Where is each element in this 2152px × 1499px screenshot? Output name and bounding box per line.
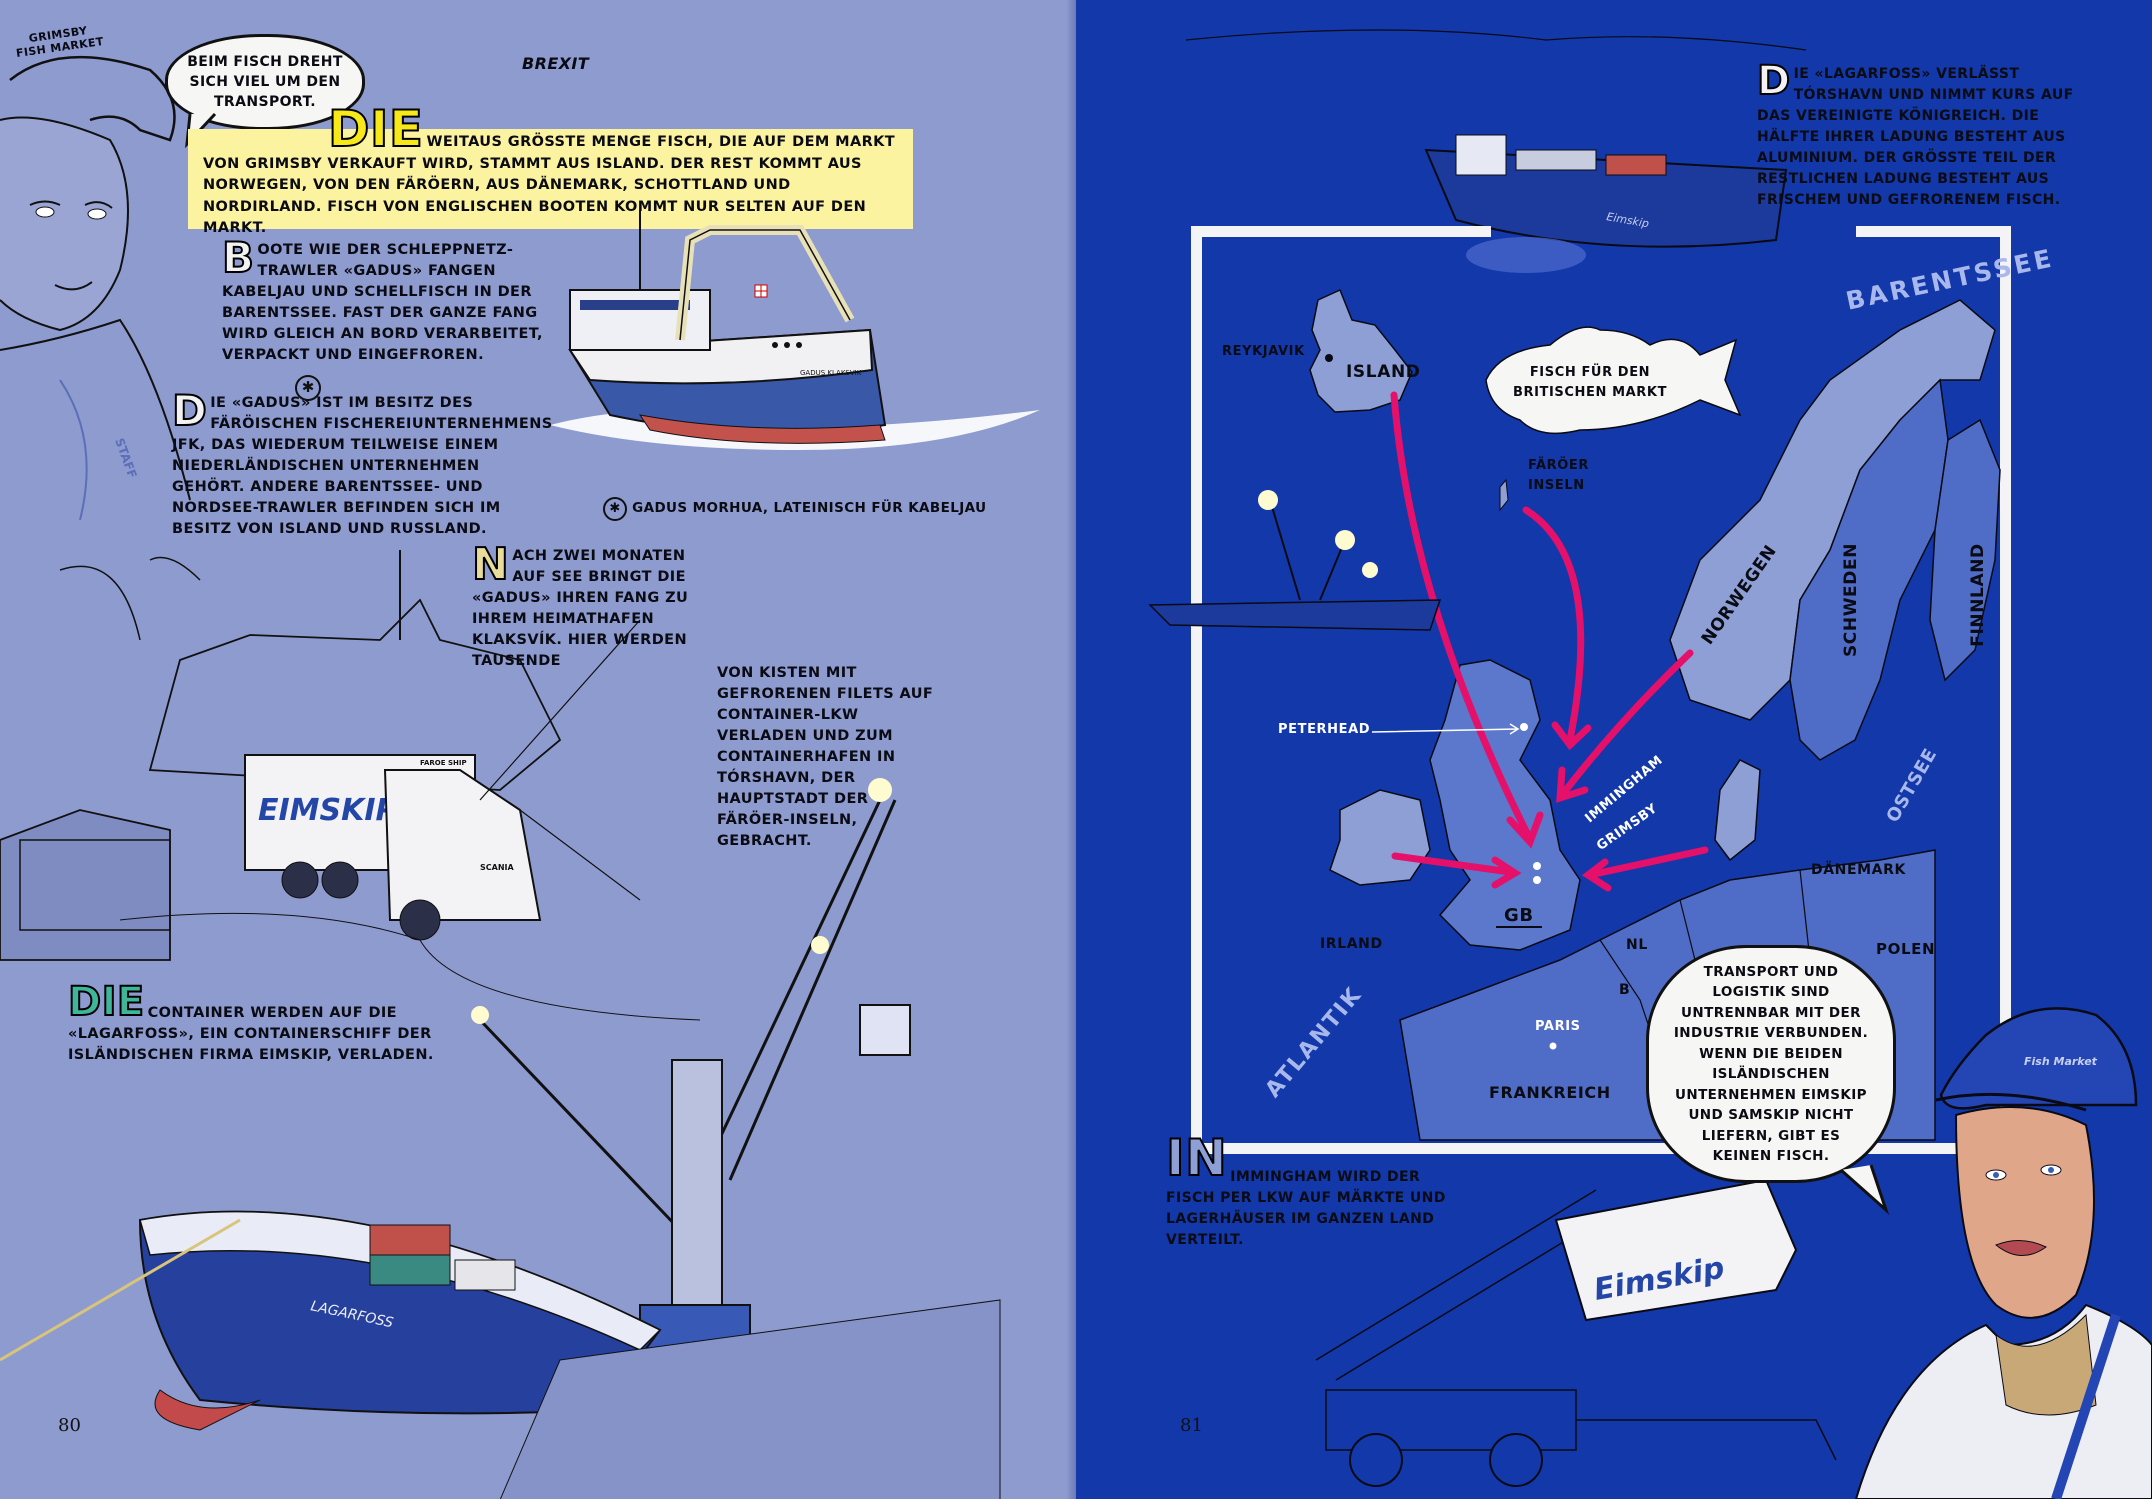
- intro-text: weitaus grösste Menge Fisch, die auf dem…: [203, 134, 896, 236]
- map-frame-top: [1191, 226, 1491, 237]
- gadus-dropcap: D: [171, 386, 208, 435]
- map-denmark: [1714, 759, 1761, 862]
- fish-market-man-portrait: Fish Market: [1854, 1007, 2152, 1499]
- faroe-ship-lettering: FAROE SHIP: [420, 759, 467, 767]
- paragraph-nach-continued: von Kisten mit gefrorenen Filets auf Con…: [717, 665, 934, 849]
- lagarfoss-text: ie «Lagarfoss» verlässt Tórshavn und nim…: [1757, 66, 2074, 208]
- footnote-marker: ✱: [295, 375, 321, 401]
- nach-text-1: ach zwei Monaten auf See bringt die «Gad…: [472, 548, 689, 669]
- grimsby-dot: [1533, 876, 1541, 884]
- container-text: Container werden auf die «Lagarfoss», ei…: [68, 1005, 434, 1063]
- harbour-truck-illustration: EIMSKIP SCANIA FAROE SHIP: [0, 550, 641, 961]
- paragraph-container: Die Container werden auf die «Lagarfoss»…: [67, 979, 478, 1066]
- immingham-dot: [1533, 862, 1541, 870]
- footnote-marker-2: ✱: [603, 497, 627, 521]
- boote-dropcap: B: [221, 233, 255, 282]
- peterhead-dot: [1520, 723, 1528, 731]
- reach-stacker-illustration: Eimskip: [1315, 1178, 1837, 1487]
- label-finnland: Finnland: [1967, 543, 1988, 647]
- paragraph-lagarfoss: D ie «Lagarfoss» verlässt Tórshavn und n…: [1756, 58, 2102, 211]
- label-fish-market: Fisch für den britischen Markt: [1512, 365, 1668, 400]
- reykjavik-dot: [1325, 354, 1333, 362]
- map-finland: [1929, 418, 2001, 682]
- nach-dropcap: N: [471, 539, 510, 590]
- label-island: Island: [1346, 362, 1421, 382]
- eimskip-ship-top-illustration: Eimskip: [1185, 29, 1807, 273]
- container-dropcap: Die: [67, 979, 145, 1025]
- paragraph-gadus: D ie «Gadus» ist im Besitz des färöische…: [171, 386, 557, 540]
- truck-brand-lettering: EIMSKIP: [258, 793, 398, 828]
- gadus-text: ie «Gadus» ist im Besitz des färöischen …: [172, 395, 553, 537]
- grimsby-man-illustration: STAFF: [0, 55, 191, 521]
- footnote-text: Gadus morhua, lateinisch für Kabeljau: [632, 500, 987, 516]
- peterhead-pointer: [1371, 723, 1520, 735]
- footnote: ✱ Gadus morhua, lateinisch für Kabeljau: [603, 497, 986, 521]
- map-frame: [1191, 226, 2011, 1154]
- page-number-left: 80: [58, 1415, 81, 1436]
- speech-bubble-tail-right: [1840, 1164, 1890, 1215]
- truck-make-lettering: SCANIA: [480, 863, 514, 872]
- trawler-gadus-illustration: GADUS KLAKSVIK: [550, 210, 1040, 450]
- label-b: B: [1619, 982, 1631, 998]
- immingham-dropcap: In: [1165, 1129, 1228, 1187]
- fish-shape: [1485, 326, 1742, 435]
- map-iceland: [1309, 288, 1413, 413]
- cap-logo-lettering-right: Fish Market: [2024, 1055, 2098, 1068]
- trawler-name-lettering: GADUS KLAKSVIK: [800, 369, 862, 377]
- speech-bubble-text: Beim Fisch dreht sich viel um den Transp…: [187, 54, 343, 110]
- paragraph-boote: B oote wie der Schleppnetz-Trawler «Gadu…: [221, 233, 552, 366]
- label-peterhead: Peterhead: [1278, 722, 1371, 737]
- intro-paragraph: Die weitaus grösste Menge Fisch, die auf…: [203, 100, 903, 240]
- label-polen: Polen: [1876, 940, 1936, 958]
- map-faroe: [1499, 478, 1509, 512]
- label-faroer: Färöer Inseln: [1528, 458, 1590, 493]
- lagarfoss-port-illustration: LAGARFOSS: [0, 778, 1001, 1499]
- speech-bubble-transport: Beim Fisch dreht sich viel um den Transp…: [165, 34, 365, 130]
- arrow-ireland-route: [1391, 852, 1514, 876]
- right-page: Eimskip D ie «Lagarfoss» verlässt Tórsha…: [1076, 0, 2152, 1499]
- immingham-text: Immingham wird der Fisch per LKW auf Mär…: [1166, 1169, 1446, 1248]
- intro-highlight-box: [188, 129, 913, 229]
- label-schweden: Schweden: [1841, 542, 1862, 658]
- label-paris: Paris: [1535, 1019, 1581, 1034]
- page-header: Brexit: [522, 54, 590, 73]
- label-irland: Irland: [1320, 936, 1383, 952]
- arrow-norway-route: [1558, 649, 1694, 799]
- label-daenemark: Dänemark: [1811, 862, 1906, 878]
- map-frame-top-right: [1856, 226, 2011, 237]
- map-ireland: [1329, 789, 1431, 886]
- left-page: STAFF Grimsby Fish Market Beim Fisch dre…: [0, 0, 1076, 1499]
- speech-bubble-logistics-text: Transport und Logistik sind untrennbar m…: [1673, 963, 1869, 1165]
- lagarfoss-dropcap: D: [1756, 58, 1791, 104]
- map-great-britain: [1429, 659, 1581, 951]
- label-frankreich: Frankreich: [1489, 1083, 1611, 1102]
- staff-lettering: STAFF: [112, 436, 139, 480]
- label-reykjavik: Reykjavik: [1222, 344, 1305, 359]
- paris-dot: [1549, 1042, 1557, 1050]
- paragraph-immingham: In Immingham wird der Fisch per LKW auf …: [1165, 1129, 1456, 1251]
- arrow-faroe-route: [1522, 506, 1585, 744]
- arrow-denmark-route: [1586, 846, 1709, 879]
- label-gb: GB: [1496, 905, 1542, 928]
- label-nl: NL: [1626, 937, 1648, 953]
- eimskip-ship-map-illustration: [1148, 599, 1442, 631]
- speech-bubble-logistics: Transport und Logistik sind untrennbar m…: [1646, 945, 1896, 1183]
- paragraph-nach: N ach zwei Monaten auf See bringt die «G…: [471, 539, 712, 672]
- page-number-right: 81: [1180, 1415, 1203, 1436]
- boote-text: oote wie der Schleppnetz-Trawler «Gadus»…: [222, 242, 543, 363]
- intro-dropcap: Die: [327, 100, 424, 158]
